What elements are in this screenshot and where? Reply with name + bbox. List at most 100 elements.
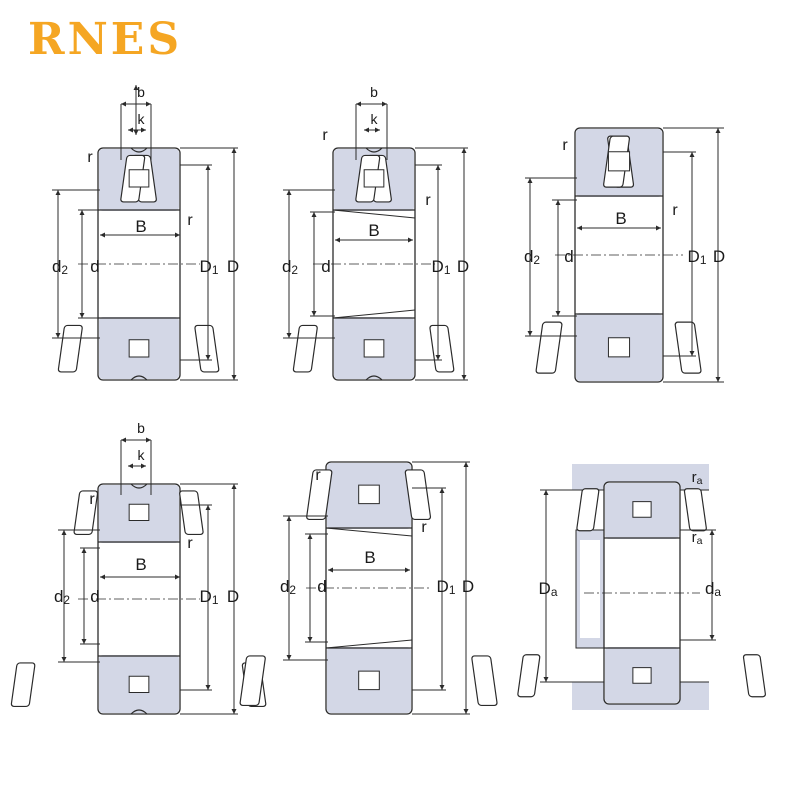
arrow-head [81,639,87,644]
arrow-head [408,237,413,243]
roller-set-5-top [306,469,432,521]
label-r: r [672,202,678,219]
roller-set-5-bottom [239,655,498,707]
arrow-head [715,128,721,133]
label-ra: ra [692,529,703,547]
lube-groove [130,483,148,489]
label-D1: D1 [200,587,219,607]
arrow-head [577,225,582,231]
roller [292,324,318,373]
cage [607,151,631,172]
roller [683,488,707,532]
label-B: B [135,555,146,574]
label-d2: d2 [54,587,70,607]
lube-groove [365,147,383,153]
arrow-head [141,463,146,469]
label-b: b [370,84,378,100]
roller [517,654,541,698]
label-r: r [315,467,321,484]
arrow-head [231,375,237,380]
label-k: k [138,111,146,127]
arrow-head [61,530,67,535]
roller-set-1-top [120,154,157,203]
roller [404,469,432,521]
arrow-head [121,101,126,107]
bearing-4 [97,483,181,715]
label-B: B [615,209,626,228]
label-k: k [371,111,379,127]
roller [742,654,766,698]
arrow-head [79,313,85,318]
arrow-head [146,437,151,443]
arrow-head [435,355,441,360]
arrow-head [543,490,549,495]
arrow-head [133,130,139,135]
cage [632,667,652,684]
cage [128,169,150,188]
label-D: D [713,247,725,266]
label-Da: Da [539,579,558,599]
arrow-head [128,127,133,133]
arrow-head [133,85,139,90]
roller-set-4-top [73,490,204,536]
roller [471,655,498,707]
arrow-head [527,331,533,336]
arrow-head [435,165,441,170]
label-r: r [562,137,568,154]
roller-set-6-bottom [517,654,766,698]
roller [306,469,333,521]
shaft-shoulder-inner [580,540,600,638]
arrow-head [231,709,237,714]
roller-set-3-top [603,135,635,188]
label-da: da [705,579,721,599]
arrow-head [121,437,126,443]
label-d2: d2 [280,577,296,597]
label-r: r [187,212,193,229]
arrow-head [61,657,67,662]
label-d: d [317,577,326,596]
arrow-head [231,148,237,153]
label-b: b [137,420,145,436]
label-D1: D1 [432,257,451,277]
label-r: r [89,491,95,508]
label-d: d [90,257,99,276]
arrow-head [205,685,211,690]
arrow-head [328,567,333,573]
cage [363,169,385,188]
cage [128,339,150,358]
arrow-head [689,152,695,157]
arrow-head [364,127,369,133]
arrow-head [461,375,467,380]
brand-logo: RNES [28,14,183,65]
label-d: d [564,247,573,266]
label-r: r [425,192,431,209]
arrow-head [463,462,469,467]
arrow-head [555,311,561,316]
arrow-head [527,178,533,183]
label-D1: D1 [688,247,707,267]
roller [194,324,220,373]
arrow-head [205,165,211,170]
cage [128,503,150,522]
label-r: r [187,535,193,552]
label-d: d [321,257,330,276]
cage [632,501,652,518]
arrow-head [205,355,211,360]
roller [429,324,455,373]
label-D1: D1 [200,257,219,277]
arrow-head [286,655,292,660]
label-D: D [462,577,474,596]
roller [674,321,702,374]
cage [358,484,380,505]
roller [576,488,600,532]
cage [607,337,631,358]
arrow-head [656,225,661,231]
arrow-head [100,574,105,580]
arrow-head [286,516,292,521]
arrow-head [307,534,313,539]
arrow-head [709,635,715,640]
arrow-head [81,548,87,553]
arrow-head [311,212,317,217]
arrow-head [286,333,292,338]
arrow-head [439,685,445,690]
